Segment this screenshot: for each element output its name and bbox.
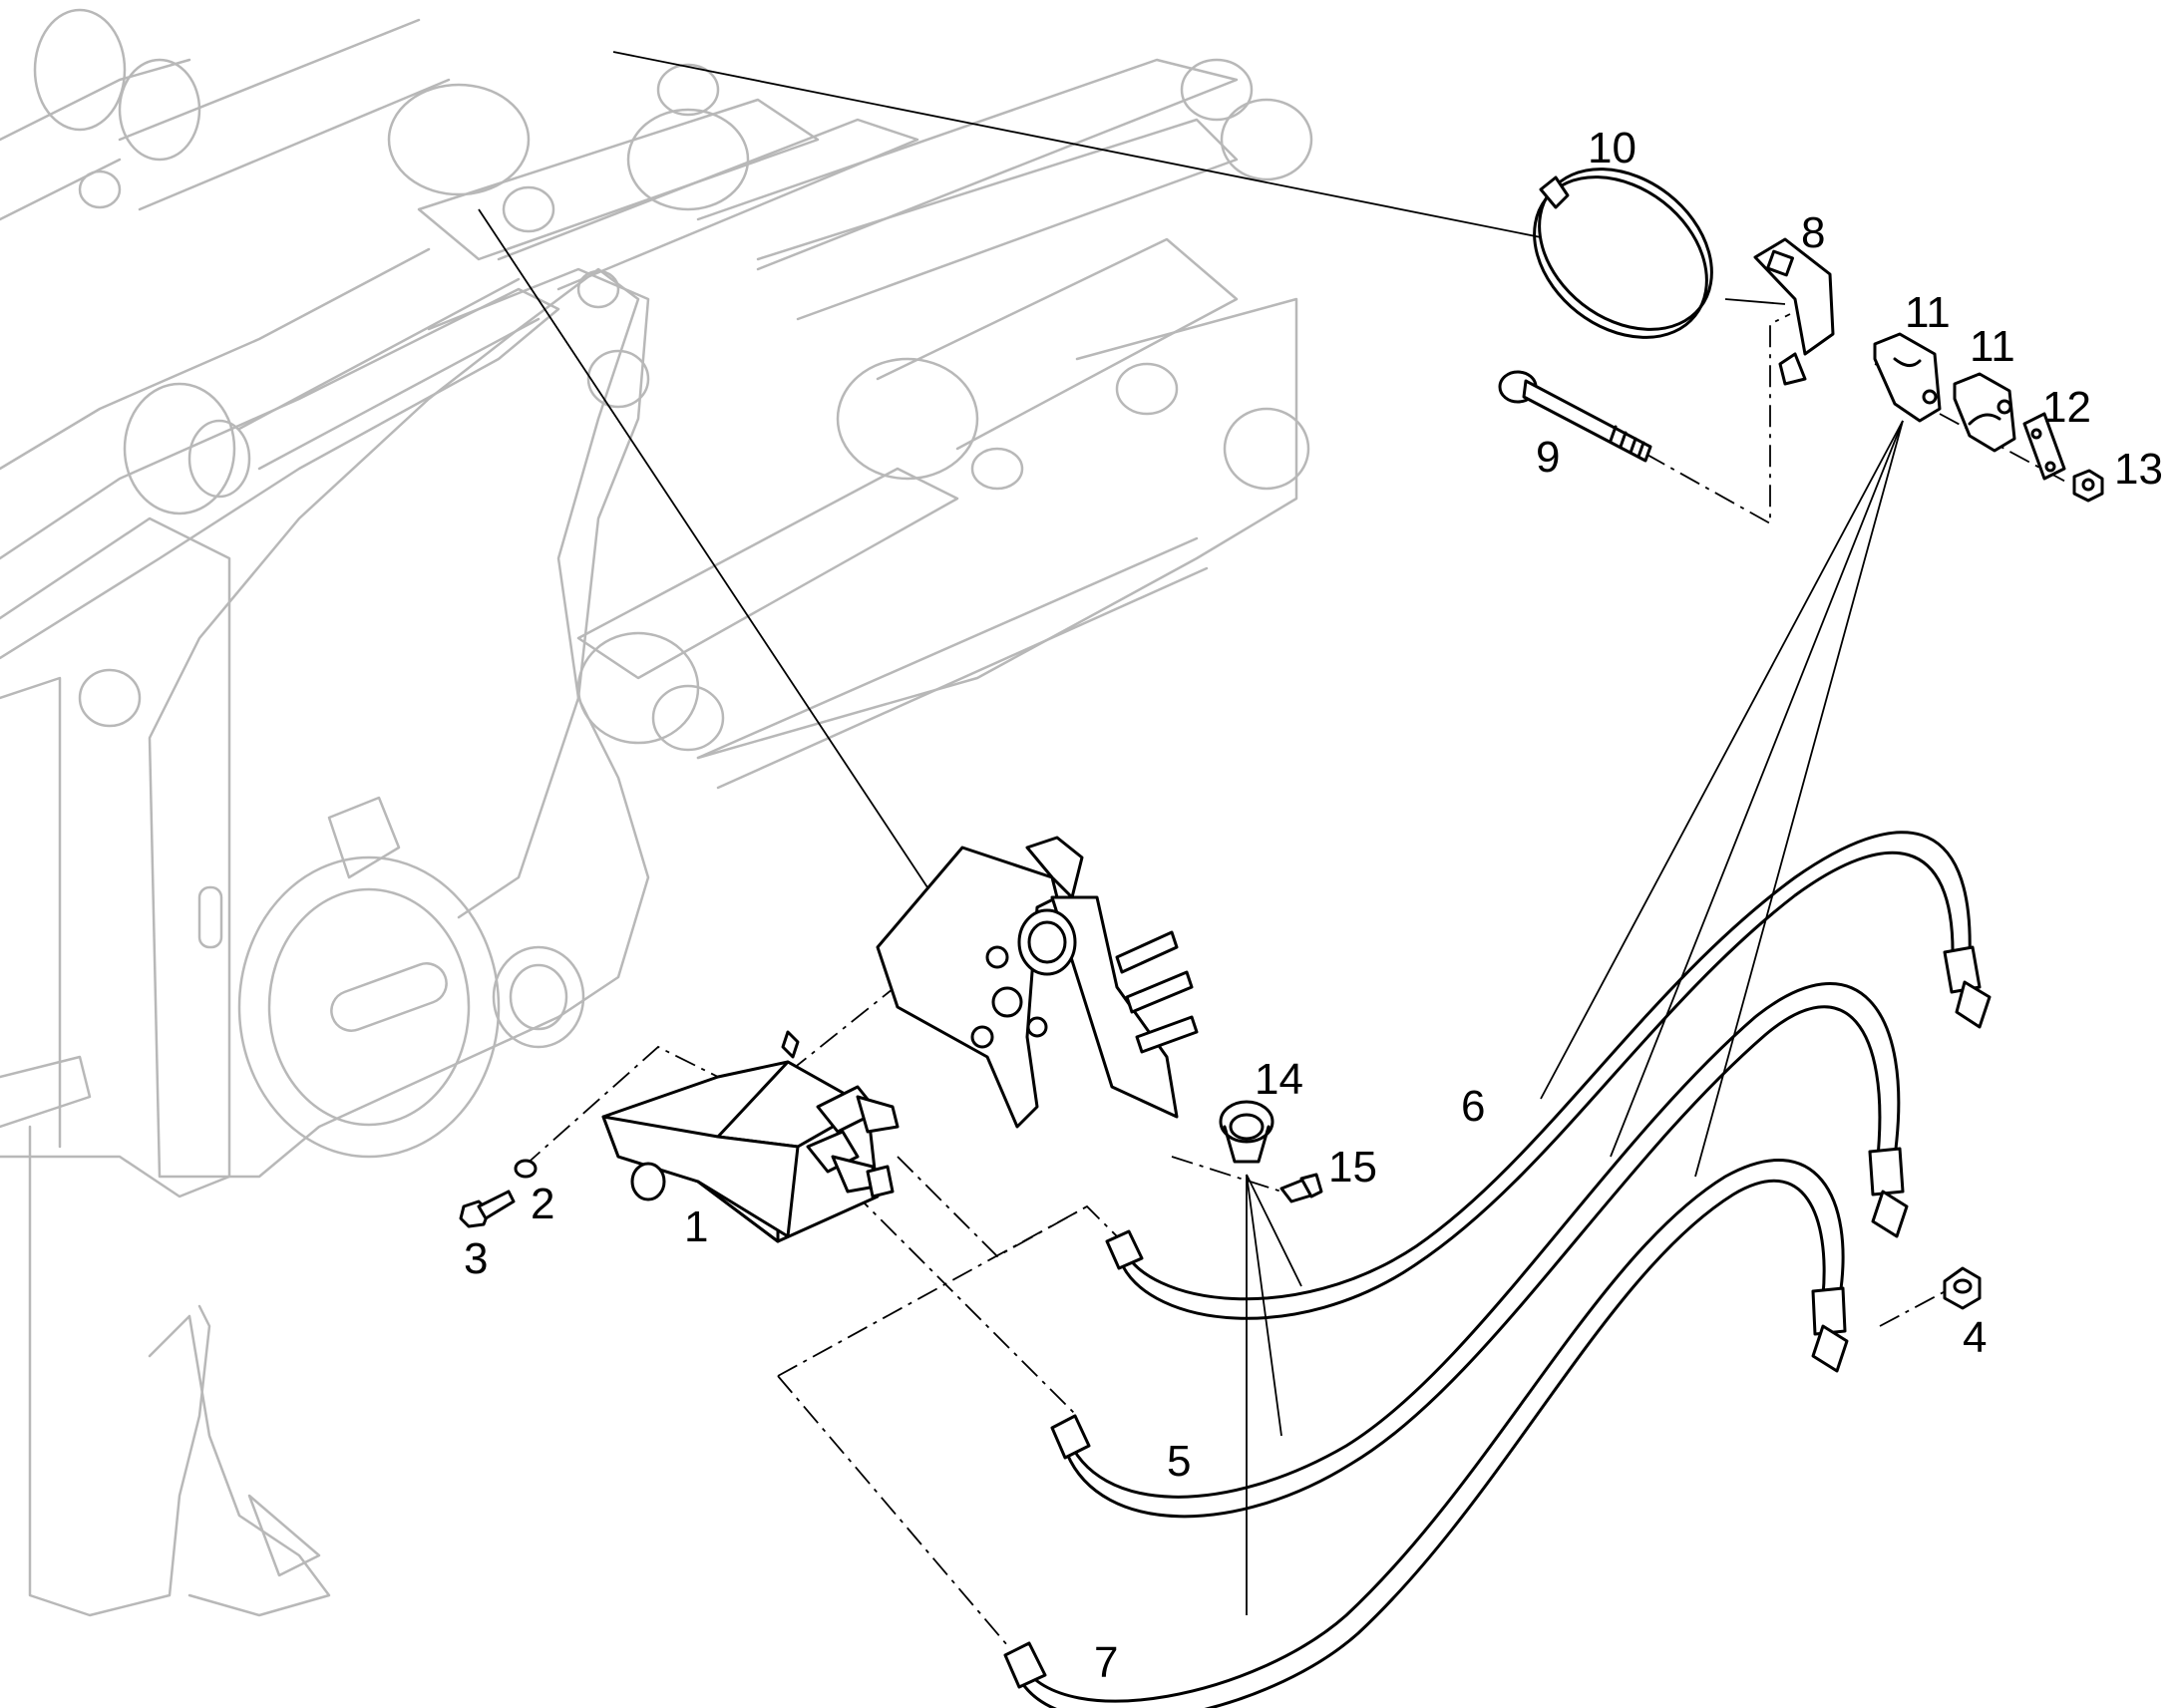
callout-1: 1: [684, 1202, 708, 1251]
part-10-clamp-ring: [1533, 168, 1713, 339]
callout-10: 10: [1588, 124, 1636, 172]
callout-9: 9: [1536, 433, 1560, 482]
part-8-bracket: [1753, 237, 1835, 386]
callout-8: 8: [1801, 208, 1825, 257]
part-2-washer: [514, 1159, 538, 1179]
part-14-grommet: [1219, 1100, 1274, 1164]
part-7-hose: [1003, 1158, 1849, 1708]
callout-15: 15: [1328, 1143, 1377, 1192]
callout-14: 14: [1255, 1055, 1303, 1104]
part-6-hose: [1105, 831, 1992, 1320]
callout-4: 4: [1963, 1313, 1987, 1362]
callout-2: 2: [531, 1180, 554, 1228]
part-13-nut: [2072, 469, 2104, 503]
callout-6: 6: [1461, 1082, 1485, 1131]
callout-labels: 1 2 3 4 5 6 7 8 9 10 11 11 12 13 14 15: [464, 124, 2163, 1687]
leader-lines: [478, 51, 1904, 1615]
callout-12: 12: [2042, 383, 2091, 432]
callout-3: 3: [464, 1234, 488, 1283]
callout-5: 5: [1167, 1437, 1191, 1486]
assembly-center-lines: [523, 313, 2070, 1646]
callout-7: 7: [1094, 1638, 1118, 1687]
part-5-hose: [1050, 982, 1909, 1519]
part-4-cap-nut: [1943, 1266, 1982, 1310]
part-9-long-bolt: [1498, 370, 1652, 463]
part-11-clamp-half-a: [1873, 332, 1942, 423]
manifold-mounting-bracket: [876, 836, 1199, 1129]
callout-11-right: 11: [1970, 322, 2015, 371]
part-15-screw: [1279, 1173, 1323, 1203]
callout-11-left: 11: [1905, 288, 1951, 337]
part-3-bolt: [459, 1190, 516, 1228]
part-12-plate: [2022, 412, 2066, 481]
callout-13: 13: [2114, 445, 2163, 494]
part-11-clamp-half-b: [1953, 372, 2016, 453]
loader-frame-background: [0, 8, 1313, 1617]
part-1-valve-block: [601, 1030, 900, 1243]
